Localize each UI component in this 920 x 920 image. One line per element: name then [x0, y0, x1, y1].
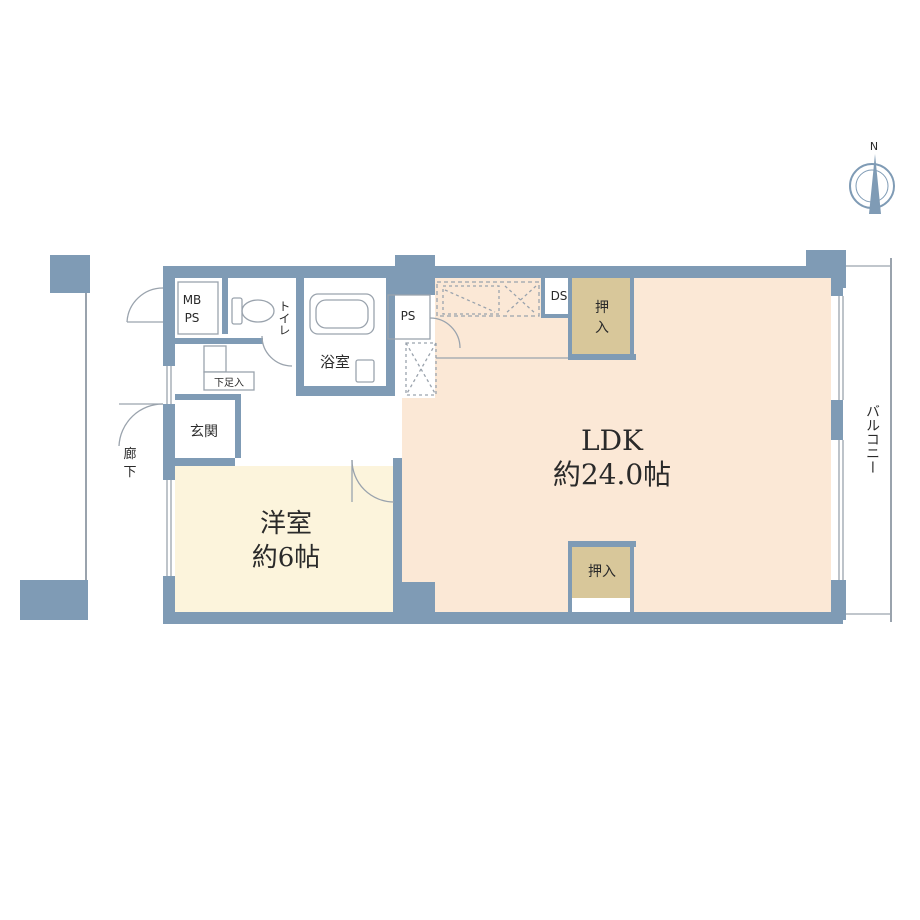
- washbasin: [355, 359, 375, 383]
- balcony-label: バルコニー: [864, 404, 880, 474]
- ps-label: PS: [401, 309, 416, 323]
- closet-top-floor: [572, 278, 632, 356]
- fixtures: [85, 258, 892, 622]
- compass-north-label: N: [870, 140, 878, 153]
- door-arc-western: [351, 459, 395, 503]
- interior-walls: [175, 278, 636, 612]
- door-arc-ps: [429, 317, 461, 349]
- closet-bottom-floor: [572, 545, 632, 598]
- shoe-box-label: 下足入: [214, 377, 244, 389]
- room-labels: MB PS トイレ 浴室 PS DS 押 入 下足入 玄関 廊 下 LDK 約2…: [123, 289, 880, 580]
- door-arc-mbps: [126, 287, 164, 323]
- ldk-name-label: LDK: [581, 424, 644, 457]
- mb-ps-label-line2: PS: [185, 311, 200, 325]
- kitchen-counter: [436, 281, 540, 317]
- western-room-floor: [175, 466, 393, 612]
- kitchen-cabinet: [405, 342, 437, 396]
- bath-label: 浴室: [320, 353, 350, 371]
- toilet-label: トイレ: [277, 300, 291, 336]
- closet-top-label-line2: 入: [595, 320, 609, 336]
- ldk-size-label: 約24.0帖: [553, 458, 671, 491]
- door-arc-toilet: [261, 335, 293, 367]
- western-room-name-label: 洋室: [260, 509, 312, 539]
- closet-bottom-label: 押入: [588, 564, 616, 580]
- ds-label: DS: [551, 289, 568, 303]
- door-arc-entrance: [118, 403, 164, 447]
- closet-top-label-line1: 押: [595, 300, 609, 316]
- corridor-label-line2: 下: [123, 465, 136, 480]
- entrance-label: 玄関: [190, 423, 218, 440]
- room-floors: [175, 278, 831, 612]
- bathtub: [309, 293, 375, 335]
- western-room-size-label: 約6帖: [252, 543, 321, 573]
- outer-walls: [20, 250, 846, 624]
- corridor-label-line1: 廊: [123, 446, 136, 462]
- mb-ps-label-line1: MB: [183, 293, 202, 307]
- ldk-floor: [402, 278, 831, 612]
- toilet-bowl: [241, 299, 275, 323]
- compass-icon: N: [849, 140, 895, 214]
